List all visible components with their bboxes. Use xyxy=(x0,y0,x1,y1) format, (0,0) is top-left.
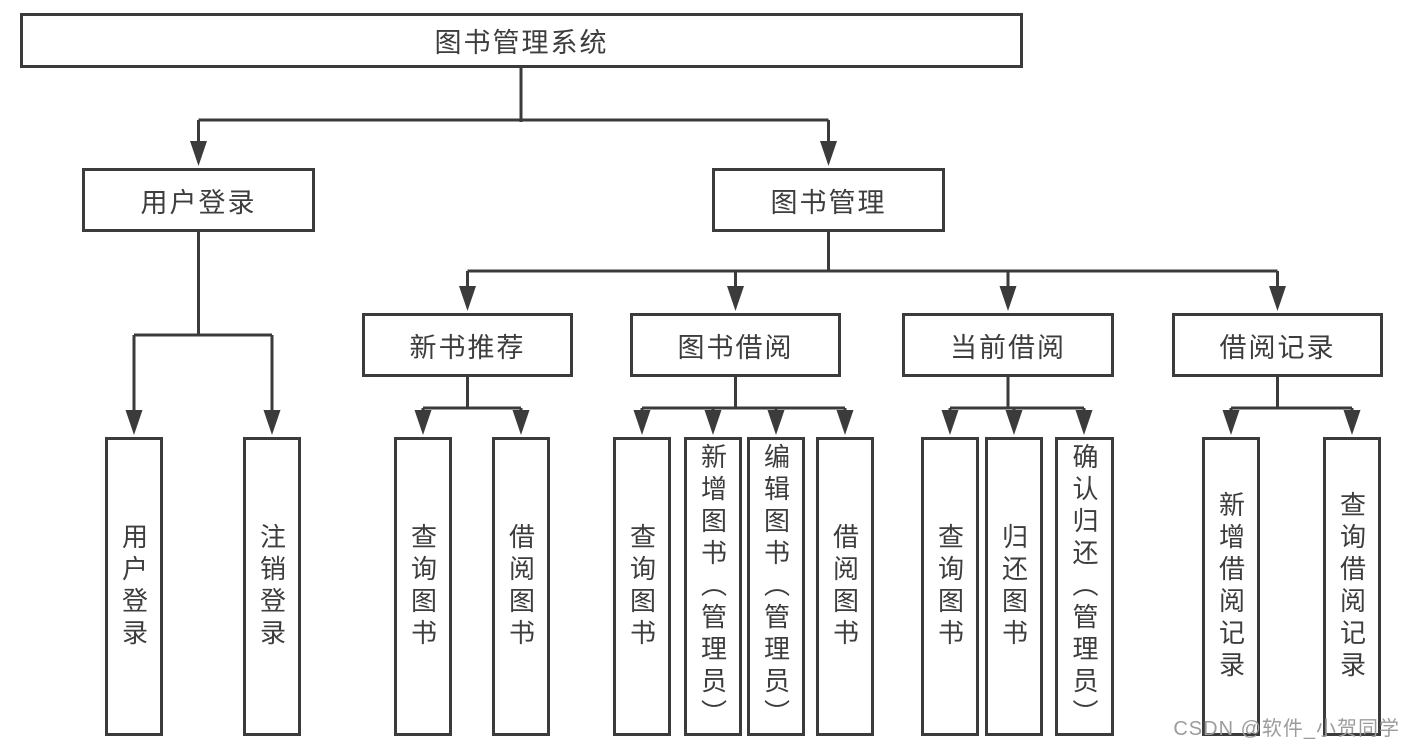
leaf-br-query-borrow-record: 查询借阅记录 xyxy=(1323,437,1381,736)
leaf-nbr-borrow-books: 借阅图书 xyxy=(492,437,550,736)
leaf-label: 编辑图书（管理员） xyxy=(760,442,791,731)
node-borrowing-records: 借阅记录 xyxy=(1172,313,1383,377)
arrowhead-icon xyxy=(767,410,785,435)
watermark-text: CSDN @软件_小贺同学 xyxy=(1173,718,1400,740)
leaf-label: 借阅图书 xyxy=(829,522,860,651)
node-label: 当前借阅 xyxy=(950,332,1066,363)
arrowhead-icon xyxy=(1075,410,1093,435)
leaf-label: 注销登录 xyxy=(256,522,287,651)
arrowhead-icons xyxy=(125,141,1361,435)
leaf-label: 借阅图书 xyxy=(505,522,536,651)
leaf-bb-borrow-books: 借阅图书 xyxy=(816,437,874,736)
node-label: 用户登录 xyxy=(140,187,257,218)
arrowhead-icon xyxy=(999,286,1017,311)
leaf-bb-add-books-admin: 新增图书（管理员） xyxy=(684,437,742,736)
arrowhead-icon xyxy=(512,410,530,435)
node-new-book-recommendation: 新书推荐 xyxy=(362,313,573,377)
leaf-nbr-query-books: 查询图书 xyxy=(394,437,452,736)
leaf-br-add-borrow-record: 新增借阅记录 xyxy=(1202,437,1260,736)
leaf-bb-query-books: 查询图书 xyxy=(613,437,671,736)
leaf-cb-return-books: 归还图书 xyxy=(985,437,1043,736)
leaf-label: 查询图书 xyxy=(626,522,657,651)
arrowhead-icon xyxy=(1343,410,1361,435)
leaf-label: 查询图书 xyxy=(407,522,438,651)
node-label: 借阅记录 xyxy=(1219,332,1336,363)
arrowhead-icon xyxy=(633,410,651,435)
arrowhead-icon xyxy=(190,141,207,166)
node-label: 图书管理系统 xyxy=(434,28,609,58)
node-user-login: 用户登录 xyxy=(82,168,315,232)
node-label: 图书管理 xyxy=(770,187,887,218)
arrowhead-icon xyxy=(1222,410,1240,435)
arrowhead-icon xyxy=(727,286,744,311)
node-book-borrowing: 图书借阅 xyxy=(630,313,841,377)
arrowhead-icon xyxy=(459,286,476,311)
node-label: 新书推荐 xyxy=(409,332,526,363)
leaf-user-login: 用户登录 xyxy=(105,437,163,736)
leaf-label: 新增借阅记录 xyxy=(1215,490,1246,683)
leaf-label: 归还图书 xyxy=(998,522,1029,651)
node-book-management: 图书管理 xyxy=(712,168,945,232)
leaf-label: 新增图书（管理员） xyxy=(697,442,728,731)
arrowhead-icon xyxy=(1005,410,1023,435)
node-current-borrowing: 当前借阅 xyxy=(902,313,1114,377)
leaf-label: 查询借阅记录 xyxy=(1336,490,1367,683)
arrowhead-icon xyxy=(263,410,281,435)
leaf-logout: 注销登录 xyxy=(243,437,301,736)
leaf-label: 查询图书 xyxy=(934,522,965,651)
node-label: 图书借阅 xyxy=(677,332,794,363)
arrowhead-icon xyxy=(704,410,722,435)
leaf-cb-confirm-return-admin: 确认归还（管理员） xyxy=(1055,437,1114,736)
arrowhead-icon xyxy=(820,141,837,166)
leaf-label: 用户登录 xyxy=(118,522,149,651)
leaf-label: 确认归还（管理员） xyxy=(1069,442,1099,731)
arrowhead-icon xyxy=(414,410,432,435)
arrowhead-icon xyxy=(125,410,143,435)
arrowhead-icon xyxy=(1269,286,1286,311)
leaf-bb-edit-books-admin: 编辑图书（管理员） xyxy=(747,437,805,736)
leaf-cb-query-books: 查询图书 xyxy=(921,437,979,736)
arrowhead-icon xyxy=(941,410,959,435)
arrowhead-icon xyxy=(836,410,854,435)
node-system-root: 图书管理系统 xyxy=(20,13,1023,68)
